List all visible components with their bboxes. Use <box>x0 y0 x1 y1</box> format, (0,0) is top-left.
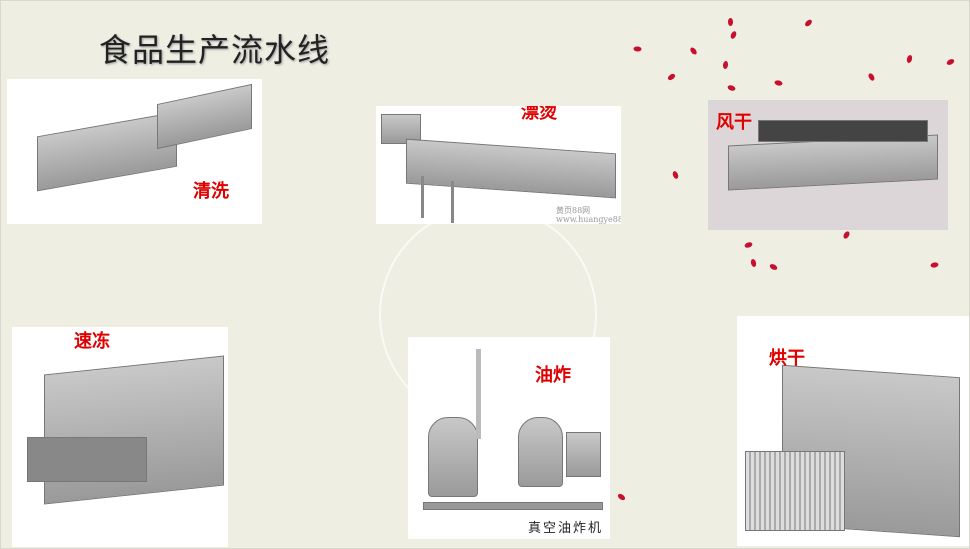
blanch-machine-image: 漂烫 黄页88网 www.huangye88.com <box>376 106 621 224</box>
step-label-bake: 烘干 <box>769 348 805 369</box>
step-label-blanch: 漂烫 <box>521 106 557 123</box>
petal-icon <box>743 241 754 249</box>
petal-icon <box>666 72 677 82</box>
freeze-machine-image: 速冻 <box>12 327 228 547</box>
slide-title: 食品生产流水线 <box>99 31 331 69</box>
petal-icon <box>729 30 738 40</box>
step-label-fry: 油炸 <box>535 365 571 386</box>
petal-icon <box>842 230 851 240</box>
petal-icon <box>945 57 956 67</box>
wash-machine-image: 清洗 <box>7 79 262 224</box>
airdry-machine-image: 风干 <box>708 100 948 230</box>
petal-icon <box>633 46 642 52</box>
petal-icon <box>774 79 783 87</box>
step-label-wash: 清洗 <box>193 181 229 202</box>
fry-machine-image: 油炸 真空油炸机 <box>408 337 610 539</box>
watermark: 黄页88网 www.huangye88.com <box>556 206 621 224</box>
bake-machine-image: 烘干 <box>737 316 969 546</box>
petal-icon <box>726 84 737 92</box>
petal-icon <box>768 262 779 272</box>
petal-icon <box>930 261 939 269</box>
petal-icon <box>728 18 733 26</box>
petal-icon <box>616 492 627 502</box>
petal-icon <box>803 18 814 28</box>
petal-icon <box>689 46 698 56</box>
petal-icon <box>750 258 757 268</box>
petal-icon <box>722 60 729 70</box>
petal-icon <box>671 170 680 180</box>
petal-icon <box>905 54 914 64</box>
caption-vacuum-fryer: 真空油炸机 <box>528 521 604 536</box>
step-label-freeze: 速冻 <box>74 331 110 352</box>
petal-icon <box>867 72 876 82</box>
step-label-airdry: 风干 <box>716 112 752 133</box>
